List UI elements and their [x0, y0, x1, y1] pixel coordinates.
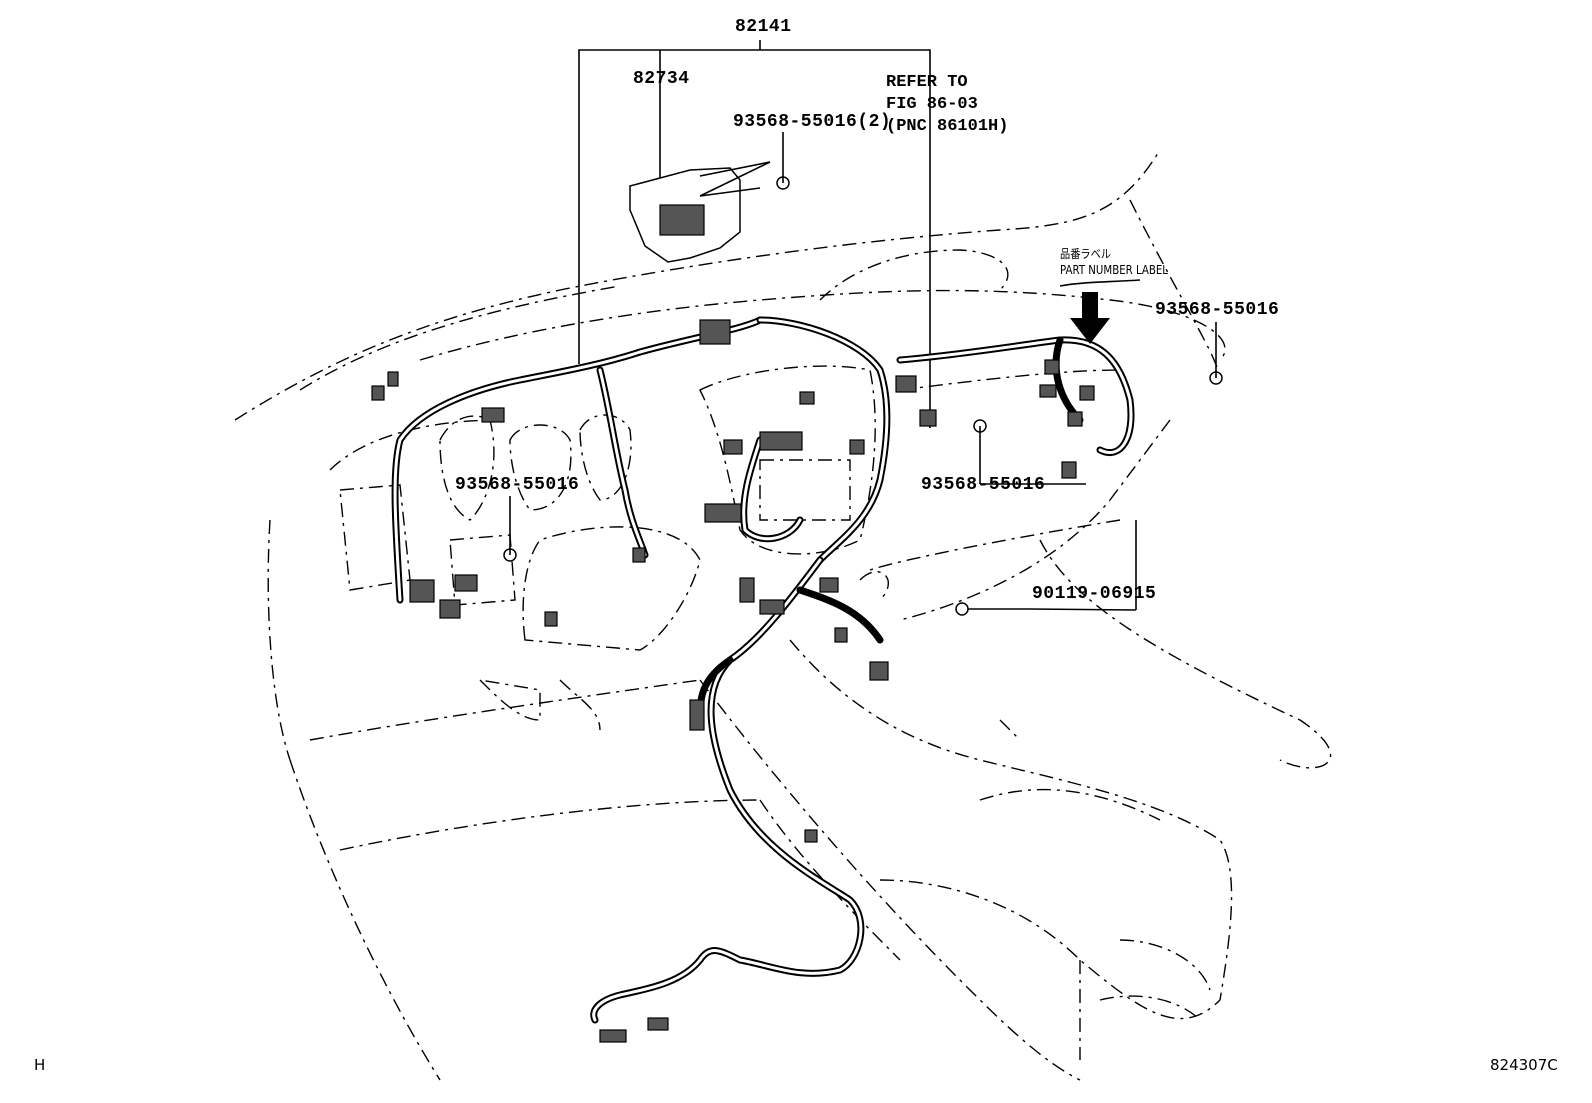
connectors [371, 319, 1095, 1043]
corner-code-right: 824307C [1490, 1056, 1558, 1074]
part-number-label-en: PART NUMBER LABEL [1060, 263, 1168, 277]
refer-line-1: REFER TO [886, 73, 968, 92]
part-number-label-note: 品番ラベル PART NUMBER LABEL [1060, 246, 1168, 278]
dashboard-outline [234, 149, 1332, 1081]
label-clip-left: 93568-55016 [455, 475, 580, 495]
refer-note: REFER TO FIG 86-03 (PNC 86101H) [886, 72, 1008, 138]
label-clip-top: 93568-55016(2) [733, 112, 892, 132]
assembly-leader [578, 40, 931, 428]
label-82734: 82734 [633, 69, 690, 89]
label-bolt: 90119-06915 [1032, 584, 1157, 604]
wire-harness [391, 316, 1135, 1024]
refer-line-3: (PNC 86101H) [886, 117, 1009, 136]
relay-block [629, 161, 771, 263]
part-number-label-jp: 品番ラベル [1060, 247, 1112, 261]
refer-line-2: FIG 86-03 [886, 95, 978, 114]
corner-code-left: H [34, 1056, 46, 1074]
label-82141: 82141 [735, 17, 792, 37]
fasteners [503, 132, 1223, 616]
part-number-arrow [1059, 279, 1141, 344]
label-clip-right: 93568-55016 [1155, 300, 1280, 320]
label-clip-center: 93568-55016 [921, 475, 1046, 495]
